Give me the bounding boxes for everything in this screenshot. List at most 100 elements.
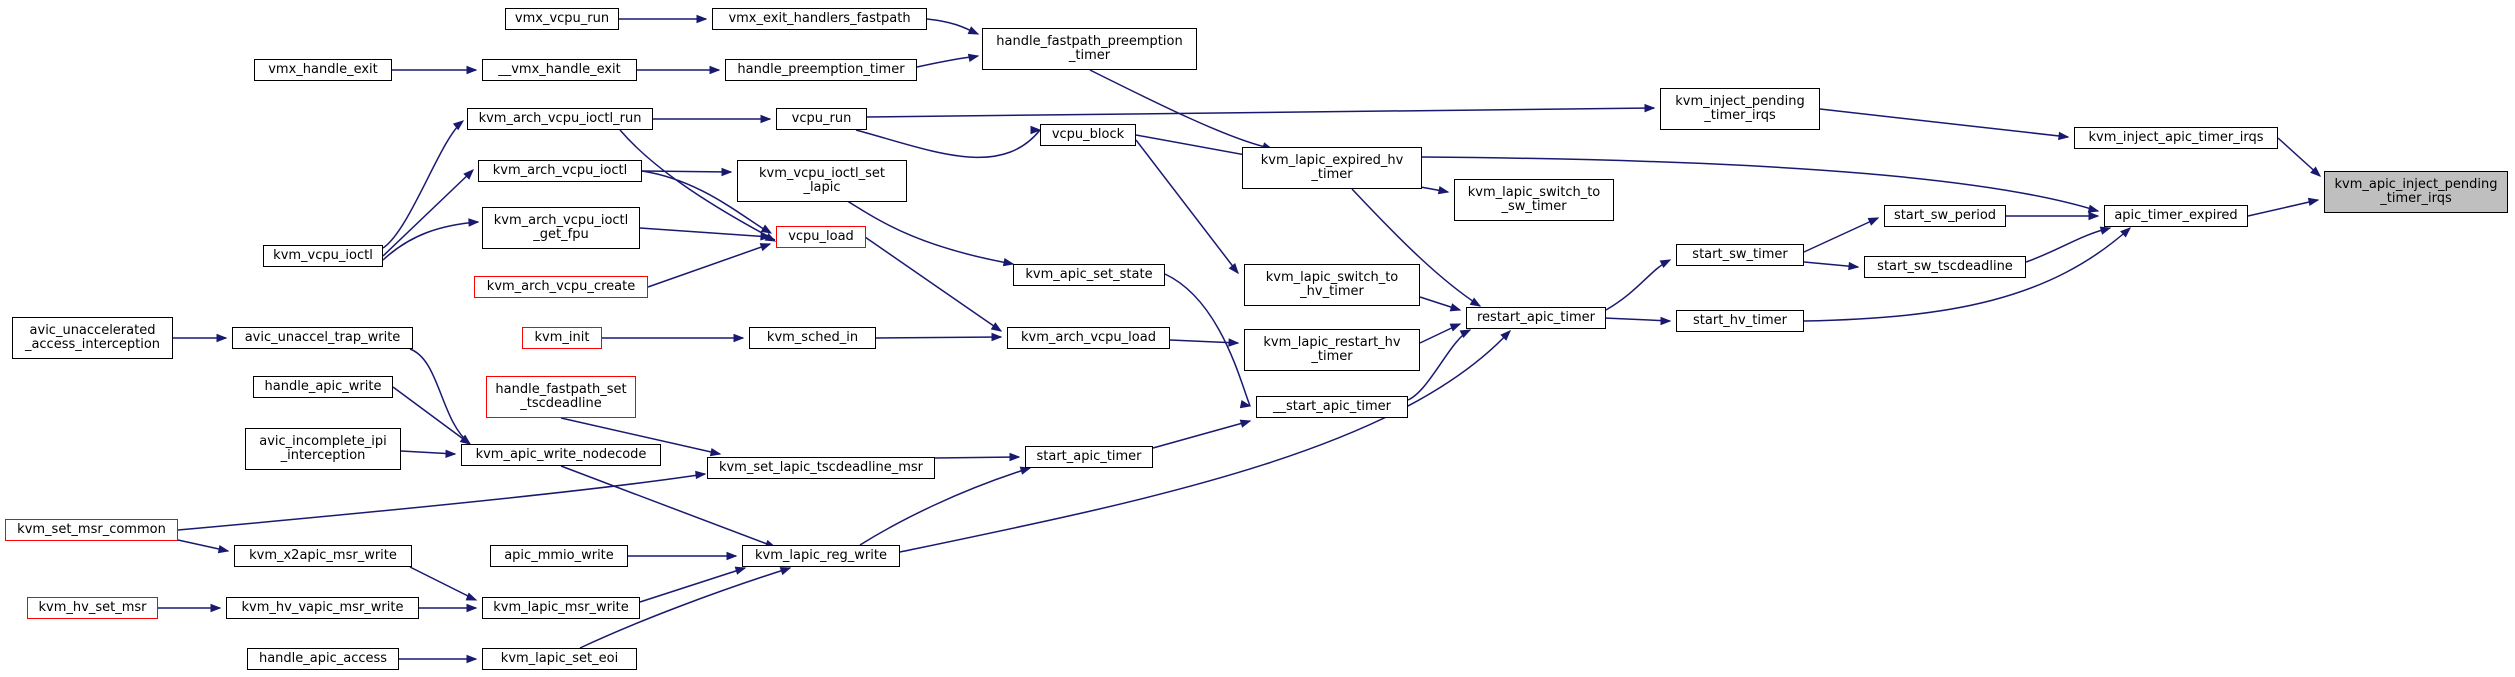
node-kvm-apic-inject-pending-timer-irqs: kvm_apic_inject_pending _timer_irqs	[2324, 171, 2508, 213]
arrowhead	[466, 603, 478, 613]
node-kvm-sched-in[interactable]: kvm_sched_in	[749, 327, 876, 349]
node-kvm-inject-apic-timer-irqs[interactable]: kvm_inject_apic_timer_irqs	[2074, 127, 2278, 149]
call-edge	[2247, 199, 2319, 217]
node-vcpu-run[interactable]: vcpu_run	[776, 108, 867, 130]
node-kvm-x2apic-msr-write[interactable]: kvm_x2apic_msr_write	[234, 545, 412, 567]
node-kvm-vcpu-ioctl[interactable]: kvm_vcpu_ioctl	[263, 245, 383, 267]
call-edge	[647, 243, 771, 288]
arrowhead	[2058, 131, 2070, 141]
arrowhead	[1239, 399, 1252, 409]
call-edge	[1421, 156, 2099, 212]
arrowhead	[709, 65, 721, 75]
node-handle-apic-access[interactable]: handle_apic_access	[247, 648, 399, 670]
node-vcpu-block[interactable]: vcpu_block	[1040, 124, 1136, 146]
node-start-sw-tscdeadline[interactable]: start_sw_tscdeadline	[1864, 256, 2026, 278]
arrowhead	[734, 566, 747, 575]
node-apic-timer-expired[interactable]: apic_timer_expired	[2104, 205, 2248, 227]
node-start-apic-timer[interactable]: start_apic_timer	[1025, 446, 1153, 468]
arrowhead	[2120, 227, 2132, 238]
call-edge	[1135, 139, 1239, 274]
call-edge	[899, 330, 1511, 553]
call-edge	[864, 236, 1002, 332]
call-edge	[1803, 217, 1879, 253]
arrowhead	[764, 232, 777, 242]
node-avic-incomplete-ipi-interception[interactable]: avic_incomplete_ipi _interception	[245, 428, 401, 470]
node-handle-fastpath-set-tscdeadline[interactable]: handle_fastpath_set _tscdeadline	[486, 376, 636, 418]
arrowhead	[2087, 204, 2100, 213]
node-kvm-set-lapic-tscdeadline-msr[interactable]: kvm_set_lapic_tscdeadline_msr	[707, 457, 935, 479]
arrowhead	[721, 167, 733, 177]
call-edge	[1351, 188, 1481, 307]
call-edge	[409, 566, 477, 601]
node-restart-apic-timer[interactable]: restart_apic_timer	[1466, 307, 1606, 329]
call-edge	[639, 567, 746, 603]
node-kvm-set-msr-common[interactable]: kvm_set_msr_common	[5, 519, 178, 541]
node-handle-apic-write[interactable]: handle_apic_write	[253, 376, 393, 398]
node-kvm-arch-vcpu-ioctl-get-fpu[interactable]: kvm_arch_vcpu_ioctl _get_fpu	[482, 207, 640, 249]
node-handle-fastpath-preemption-timer[interactable]: handle_fastpath_preemption _timer	[982, 28, 1197, 70]
call-edge	[619, 129, 776, 241]
node-kvm-apic-write-nodecode[interactable]: kvm_apic_write_nodecode	[461, 444, 661, 466]
call-edge	[859, 467, 1031, 546]
node-apic-mmio-write[interactable]: apic_mmio_write	[490, 545, 628, 567]
arrowhead	[459, 435, 472, 445]
arrowhead	[1644, 103, 1656, 113]
node-kvm-arch-vcpu-ioctl-run[interactable]: kvm_arch_vcpu_ioctl_run	[467, 108, 653, 130]
call-edge	[382, 121, 463, 249]
arrowhead	[759, 243, 772, 252]
node-kvm-arch-vcpu-create[interactable]: kvm_arch_vcpu_create	[474, 276, 648, 298]
node-kvm-lapic-restart-hv-timer[interactable]: kvm_lapic_restart_hv _timer	[1244, 329, 1420, 371]
call-edge	[177, 473, 706, 531]
call-edge	[579, 567, 791, 649]
arrowhead	[709, 447, 722, 457]
node-kvm-lapic-set-eoi[interactable]: kvm_lapic_set_eoi	[482, 648, 637, 670]
node-vcpu-load[interactable]: vcpu_load	[776, 226, 866, 248]
arrowhead	[991, 332, 1003, 342]
node-kvm-init[interactable]: kvm_init	[522, 327, 602, 349]
call-edge	[866, 107, 1655, 118]
arrowhead	[217, 544, 230, 554]
call-edge	[409, 348, 471, 445]
call-edge	[560, 465, 776, 548]
node-kvm-lapic-reg-write[interactable]: kvm_lapic_reg_write	[742, 545, 900, 567]
call-edge	[392, 386, 471, 445]
node-avic-unaccelerated-access-interception[interactable]: avic_unaccelerated _access_interception	[12, 317, 173, 359]
node-kvm-lapic-expired-hv-timer[interactable]: kvm_lapic_expired_hv _timer	[1242, 147, 1422, 189]
node-handle-preemption-timer[interactable]: handle_preemption_timer	[725, 59, 917, 81]
call-edge	[641, 170, 771, 234]
arrowhead	[1002, 257, 1015, 267]
arrowhead	[466, 65, 478, 75]
node-vmx-handle-exit-inner[interactable]: __vmx_handle_exit	[482, 59, 637, 81]
node-kvm-vcpu-ioctl-set-lapic[interactable]: kvm_vcpu_ioctl_set _lapic	[737, 160, 907, 202]
arrowhead	[2307, 197, 2320, 207]
arrowhead	[967, 53, 980, 63]
node-kvm-hv-set-msr[interactable]: kvm_hv_set_msr	[27, 597, 158, 619]
arrowhead	[2088, 211, 2100, 221]
node-kvm-lapic-switch-to-hv-timer[interactable]: kvm_lapic_switch_to _hv_timer	[1244, 264, 1420, 306]
arrowhead	[1660, 316, 1672, 326]
node-kvm-lapic-msr-write[interactable]: kvm_lapic_msr_write	[482, 597, 640, 619]
node-vmx-vcpu-run[interactable]: vmx_vcpu_run	[505, 8, 619, 30]
node-kvm-arch-vcpu-load[interactable]: kvm_arch_vcpu_load	[1007, 327, 1170, 349]
node-vmx-exit-handlers-fastpath[interactable]: vmx_exit_handlers_fastpath	[712, 8, 927, 30]
call-edge	[2025, 227, 2111, 263]
node-kvm-arch-vcpu-ioctl[interactable]: kvm_arch_vcpu_ioctl	[478, 160, 642, 182]
node-kvm-apic-set-state[interactable]: kvm_apic_set_state	[1013, 264, 1165, 286]
arrowhead	[1867, 217, 1880, 226]
node-start-hv-timer[interactable]: start_hv_timer	[1676, 310, 1804, 332]
arrowhead	[468, 218, 480, 227]
arrowhead	[779, 567, 792, 576]
node-avic-unaccel-trap-write[interactable]: avic_unaccel_trap_write	[232, 327, 413, 349]
node-kvm-lapic-switch-to-sw-timer[interactable]: kvm_lapic_switch_to _sw_timer	[1454, 179, 1614, 221]
node-start-sw-timer[interactable]: start_sw_timer	[1676, 244, 1804, 266]
arrowhead	[1228, 338, 1240, 347]
node-kvm-hv-vapic-msr-write[interactable]: kvm_hv_vapic_msr_write	[226, 597, 419, 619]
node-vmx-handle-exit[interactable]: vmx_handle_exit	[254, 59, 392, 81]
call-edge	[560, 417, 721, 455]
arrowhead	[2099, 226, 2112, 235]
node-start-sw-period[interactable]: start_sw_period	[1884, 205, 2006, 227]
arrowhead	[726, 551, 738, 561]
arrowhead	[760, 114, 772, 124]
node-start-apic-timer-inner[interactable]: __start_apic_timer	[1256, 396, 1408, 418]
node-kvm-inject-pending-timer-irqs[interactable]: kvm_inject_pending _timer_irqs	[1660, 88, 1820, 130]
